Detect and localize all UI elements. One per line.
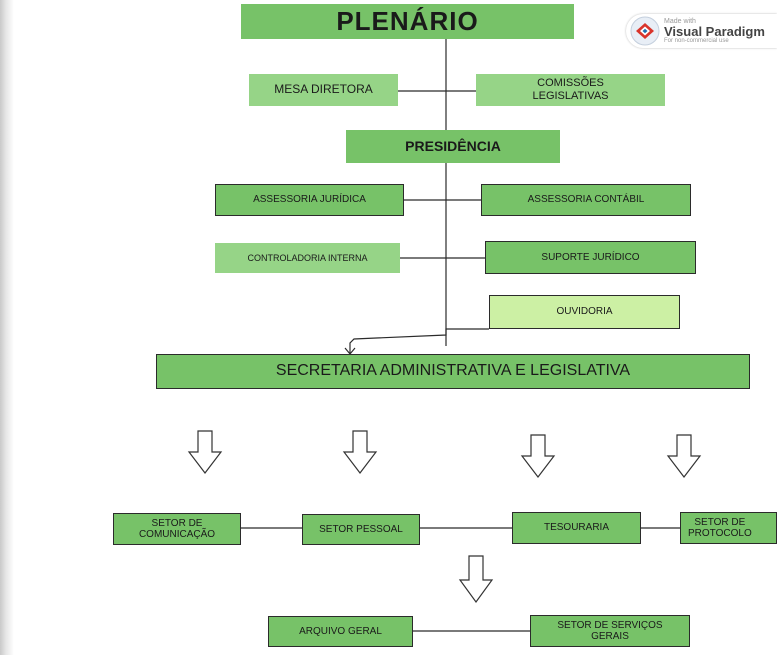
node-assessoria-juridica: ASSESSORIA JURÍDICA	[215, 184, 404, 216]
node-presidencia: PRESIDÊNCIA	[346, 130, 560, 163]
down-arrow-icon-5	[458, 555, 494, 604]
node-ouvidoria: OUVIDORIA	[489, 295, 680, 329]
down-arrow-icon-4	[666, 434, 702, 478]
node-controladoria-interna: CONTROLADORIA INTERNA	[215, 243, 400, 273]
visual-paradigm-logo-icon	[630, 16, 660, 46]
page-left-shadow	[0, 0, 14, 655]
down-arrow-icon-3	[520, 434, 556, 478]
node-secretaria: SECRETARIA ADMINISTRATIVA E LEGISLATIVA	[156, 354, 750, 389]
node-tesouraria: TESOURARIA	[512, 512, 641, 544]
node-arquivo-geral: ARQUIVO GERAL	[268, 616, 413, 647]
node-mesa-diretora: MESA DIRETORA	[249, 74, 398, 106]
down-arrow-icon-2	[342, 430, 378, 474]
node-setor-protocolo: SETOR DE PROTOCOLO	[680, 512, 777, 544]
watermark-made-with: Made with	[664, 18, 696, 25]
watermark-note: For non-commercial use	[664, 38, 729, 44]
ouvidoria-connector	[349, 328, 489, 353]
node-assessoria-contabil: ASSESSORIA CONTÁBIL	[481, 184, 691, 216]
node-comissoes-legislativas: COMISSÕES LEGISLATIVAS	[476, 74, 665, 106]
visual-paradigm-watermark: Made with Visual Paradigm For non-commer…	[626, 14, 777, 48]
node-plenario: PLENÁRIO	[241, 4, 574, 39]
node-suporte-juridico: SUPORTE JURÍDICO	[485, 241, 696, 274]
node-setor-servicos-gerais: SETOR DE SERVIÇOS GERAIS	[530, 615, 690, 647]
node-setor-pessoal: SETOR PESSOAL	[302, 514, 420, 545]
node-setor-comunicacao: SETOR DE COMUNICAÇÃO	[113, 513, 241, 545]
watermark-brand: Visual Paradigm	[664, 24, 765, 39]
down-arrow-icon-1	[187, 430, 223, 474]
